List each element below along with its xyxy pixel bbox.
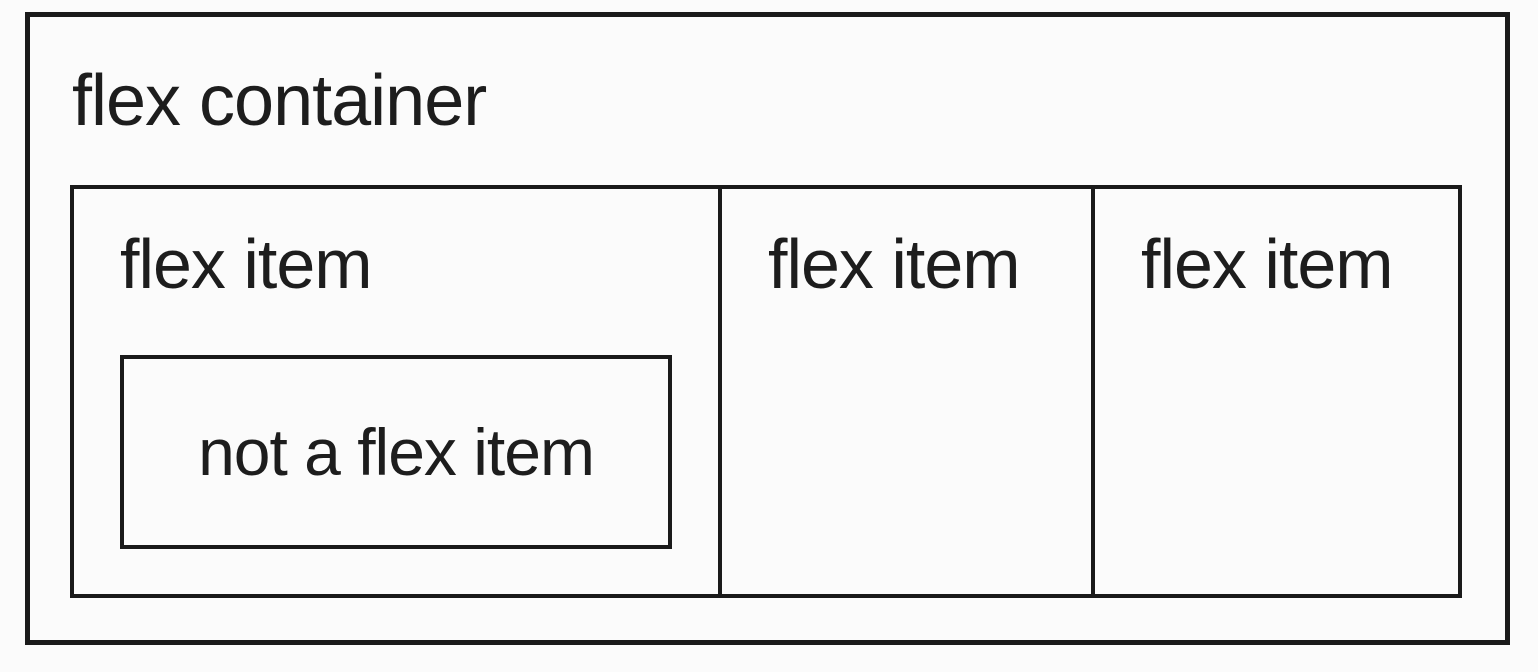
non-flex-item-box: not a flex item [120, 355, 672, 549]
flex-item-label-3: flex item [1141, 225, 1394, 303]
non-flex-item-label: not a flex item [198, 415, 595, 489]
flex-container-label: flex container [72, 61, 487, 141]
flex-item-box-3: flex item [1095, 189, 1458, 594]
flex-item-label-1: flex item [120, 225, 373, 303]
flex-items-row: flex item not a flex item flex item flex… [70, 185, 1462, 598]
flex-item-box-1: flex item not a flex item [74, 189, 722, 594]
flex-item-box-2: flex item [722, 189, 1095, 594]
flex-container-box: flex container flex item not a flex item… [25, 12, 1510, 645]
flex-item-label-2: flex item [768, 225, 1021, 303]
